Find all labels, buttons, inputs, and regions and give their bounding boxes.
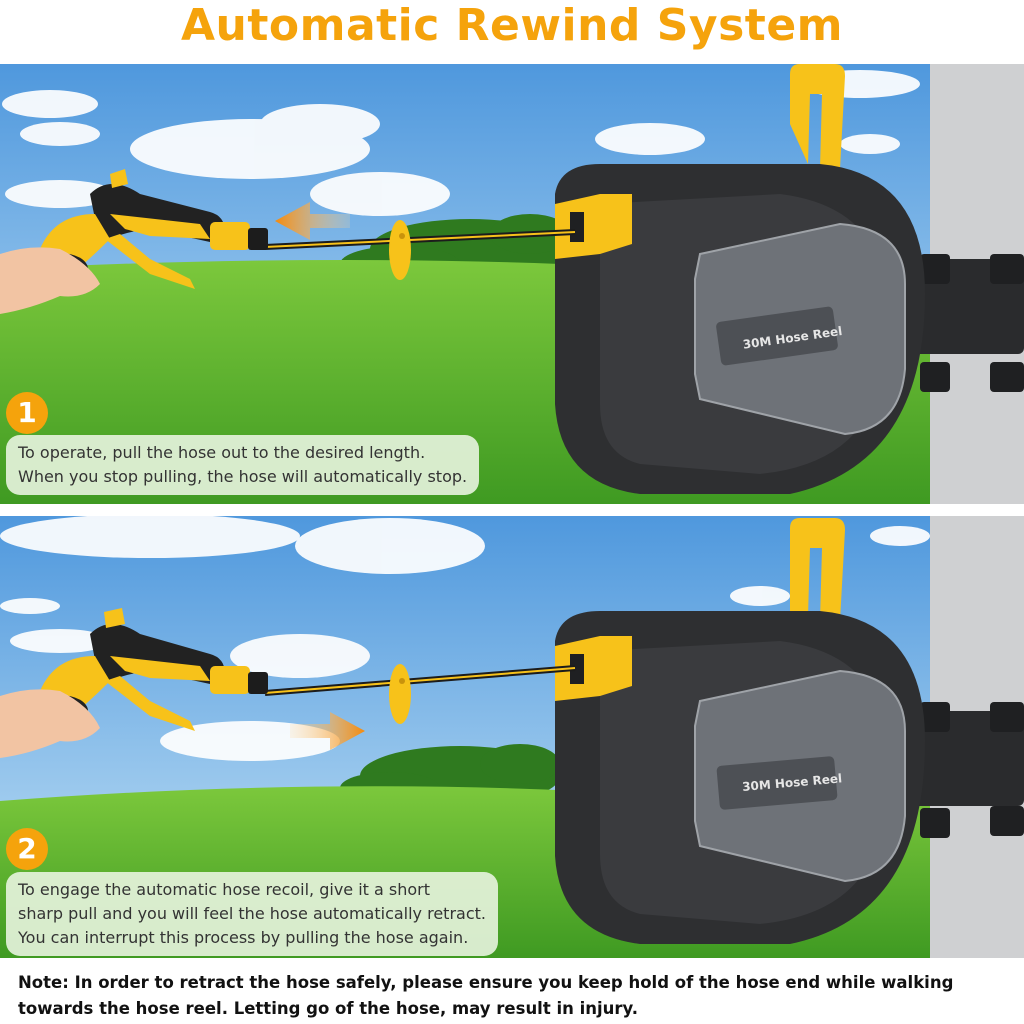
pull-arrow-icon [275,202,350,240]
step-number-badge: 1 [6,392,48,434]
spray-gun [32,169,268,289]
step-description-line: To operate, pull the hose out to the des… [18,443,426,462]
step-1-panel: 30M Hose Reel 1 To operate, pull th [0,64,1024,504]
step-description: To operate, pull the hose out to the des… [6,435,480,495]
hose [264,220,576,280]
step-description-line: You can interrupt this process by pullin… [18,928,469,947]
step-description: To engage the automatic hose recoil, giv… [6,872,498,956]
clouds [2,70,920,216]
clouds [0,516,930,761]
safety-note: Note: In order to retract the hose safel… [18,970,1018,1022]
hose-reel: 30M Hose Reel [555,518,925,944]
safety-note-line: towards the hose reel. Letting go of the… [18,999,639,1018]
wall-bracket [905,254,1024,392]
step-2-panel: 30M Hose Reel 2 To engage the automatic … [0,516,1024,958]
retract-arrow-icon [290,712,365,750]
step-description-line: When you stop pulling, the hose will aut… [18,467,468,486]
safety-note-line: Note: In order to retract the hose safel… [18,973,954,992]
step-description-line: To engage the automatic hose recoil, giv… [18,880,431,899]
step-number-badge: 2 [6,828,48,870]
hand [0,247,100,314]
hose [264,664,576,724]
step-description-line: sharp pull and you will feel the hose au… [18,904,486,923]
hose-reel: 30M Hose Reel [555,64,925,494]
wall-bracket [905,702,1024,838]
page-title: Automatic Rewind System [180,0,844,51]
hand [0,689,100,758]
